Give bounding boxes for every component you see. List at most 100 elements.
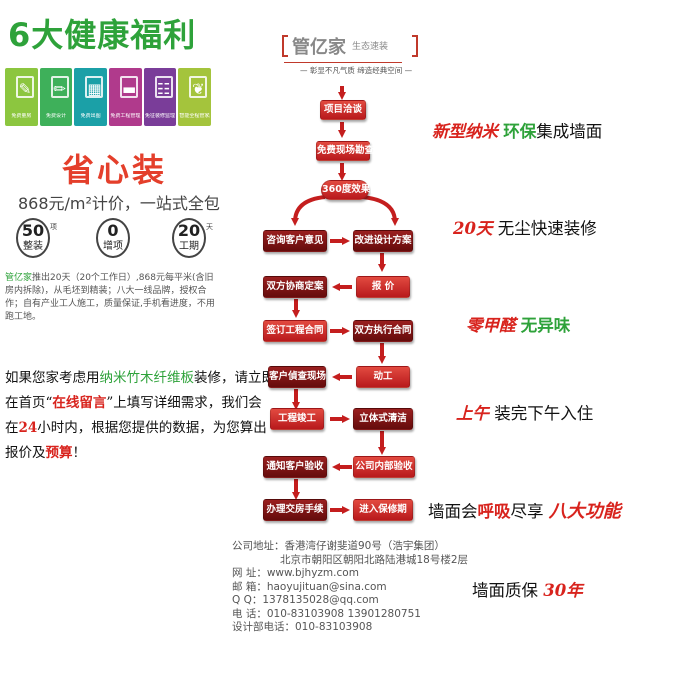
- logo-sub: 生态速装: [352, 42, 389, 52]
- consult-text: 小时内，根据您提供的数据，为您算出报价及: [5, 420, 267, 461]
- online-message-link[interactable]: 在线留言: [52, 395, 107, 411]
- feature-text: 墙面会: [428, 502, 478, 521]
- feature-highlight: 新型纳米: [432, 122, 498, 141]
- feature-text: 无尘快速装修: [497, 219, 597, 238]
- badge-text: 增项: [103, 241, 123, 252]
- contact-address-bj: 北京市朝阳区朝阳北路陆港城18号楼2层: [280, 553, 469, 566]
- flow-step-client-inspection: 客户偵查现场: [268, 366, 326, 388]
- carrot-icon: ❦: [189, 76, 208, 98]
- flow-step-sign-contract: 签订工程合同: [263, 320, 327, 342]
- consult-highlight-budget: 预算: [45, 445, 73, 461]
- arrow-curve-left: [291, 195, 326, 226]
- flow-step-consultation: 项目洽谈: [320, 100, 366, 120]
- logo-name: 管亿家: [292, 37, 346, 58]
- contact-email[interactable]: 邮 箱：haoyujituan@sina.com: [232, 580, 387, 593]
- benefit-label: 免费工程管理: [110, 113, 141, 119]
- roller-icon: ▬: [120, 76, 139, 98]
- benefit-drawing: ▦ 免费出图: [74, 68, 108, 126]
- feature-nano-wall: 新型纳米 环保集成墙面: [432, 118, 602, 142]
- badge-number: 20: [177, 221, 201, 240]
- feature-text: 尽享: [510, 502, 544, 521]
- flow-step-site-survey: 免费现场勘查: [316, 141, 374, 161]
- badge-zero-extras: 0 增项: [96, 218, 130, 258]
- consult-highlight-hours: 24: [18, 420, 38, 436]
- benefit-label: 免费设计: [46, 113, 67, 119]
- consult-text: ！: [72, 445, 87, 461]
- feature-highlight-eight: 八大功能: [548, 501, 621, 522]
- feature-highlight: 零甲醛: [466, 316, 516, 335]
- feature-highlight: 30年: [543, 581, 583, 600]
- brand-logo: 管亿家 生态速装: [282, 33, 418, 61]
- feature-highlight-green: 环保: [503, 122, 537, 141]
- blueprint-icon: ▦: [85, 76, 104, 98]
- benefit-measure: ✎ 免费量房: [5, 68, 38, 126]
- badge-number: 50: [21, 221, 45, 240]
- flow-step-cleaning: 立体式清洁: [353, 408, 413, 430]
- benefit-design: ✏ 免费设计: [39, 68, 73, 126]
- benefit-supervision: ☷ 免征装修监理: [143, 68, 177, 126]
- consult-highlight-material: 纳米竹木纤维板: [99, 370, 195, 386]
- consult-text: ”上填写详细需求，我们会在: [5, 395, 262, 436]
- feature-highlight: 20天: [453, 219, 493, 238]
- flow-step-client-opinion: 咨询客户意见: [263, 230, 327, 252]
- feature-highlight: 呼吸: [477, 502, 511, 521]
- contact-phone: 电 话：010-83103908 13901280751: [232, 607, 421, 620]
- consult-text: 装修，请立即在首页“: [5, 370, 275, 411]
- flow-step-handover: 办理交房手续: [263, 499, 327, 521]
- benefit-label: 免费出图: [80, 113, 101, 119]
- arrow-curve-right: [361, 195, 399, 226]
- promo-brand: 管亿家: [5, 273, 33, 283]
- feature-text: 装完下午入住: [494, 404, 594, 423]
- logo-bracket-right: [412, 35, 418, 57]
- ruler-icon: ✎: [16, 76, 34, 98]
- feature-text: 集成墙面: [536, 122, 603, 141]
- flow-step-start-work: 动工: [356, 366, 410, 388]
- contact-info: 公司地址：香港湾仔谢斐道90号（浩宇集团） 北京市朝阳区朝阳北路陆港城18号楼2…: [232, 540, 482, 635]
- badge-unit: 天: [206, 223, 213, 231]
- badge-text: 工期: [179, 241, 199, 252]
- badge-unit: 项: [50, 223, 57, 231]
- benefit-label: 免费量房: [11, 113, 32, 119]
- benefit-butler: ❦ 智能全程管家服务: [178, 68, 212, 126]
- contact-address-hk: 公司地址：香港湾仔谢斐道90号（浩宇集团）: [232, 540, 445, 552]
- flow-step-quotation: 报 价: [356, 276, 410, 298]
- feature-highlight: 上午: [456, 404, 489, 423]
- feature-text: 墙面质保: [472, 581, 538, 600]
- cabinet-icon: ☷: [154, 76, 173, 98]
- promo-description: 管亿家推出20天（20个工作日）,868元每平米(含旧房内拆除)，从毛坯到精装；…: [5, 272, 220, 324]
- benefit-label: 免征装修监理: [145, 113, 176, 119]
- flow-step-improve-design: 改进设计方案: [353, 230, 413, 252]
- feature-same-day: 上午 装完下午入住: [456, 400, 593, 424]
- feature-warranty: 墙面质保 30年: [472, 577, 583, 601]
- logo-slogan: — 彰显不凡气质 缔造经典空间 —: [300, 66, 413, 75]
- badge-text: 整装: [23, 241, 43, 252]
- flow-step-client-acceptance: 通知客户验收: [263, 456, 327, 478]
- consult-text: 如果您家考虑用: [5, 370, 100, 386]
- logo-bracket-left: [282, 35, 288, 57]
- flow-step-internal-acceptance: 公司内部验收: [353, 456, 415, 478]
- badge-20-days: 20 工期 天: [172, 218, 213, 258]
- flow-step-negotiate: 双方协商定案: [263, 276, 327, 298]
- pencil-icon: ✏: [50, 76, 69, 98]
- promo-title: 省心装: [62, 151, 168, 189]
- flow-step-rendering: 360度效果图: [321, 180, 380, 200]
- headline: 6大健康福利: [8, 16, 197, 54]
- promo-price: 868元/m²计价，一站式全包: [18, 194, 220, 213]
- contact-website[interactable]: 网 址：www.bjhyzm.com: [232, 567, 359, 579]
- promo-desc-text: 推出20天（20个工作日）,868元每平米(含旧房内拆除)，从毛坯到精装；八大一…: [5, 273, 215, 322]
- badge-number: 0: [107, 221, 119, 240]
- feature-20-days: 20天 无尘快速装修: [453, 215, 597, 239]
- feature-highlight-green: 无异味: [520, 316, 571, 335]
- feature-breathing-wall: 墙面会呼吸尽享 八大功能: [428, 497, 621, 523]
- flow-step-execute-contract: 双方执行合同: [353, 320, 413, 342]
- feature-zero-formaldehyde: 零甲醛 无异味: [466, 312, 570, 336]
- consult-paragraph: 如果您家考虑用纳米竹木纤维板装修，请立即在首页“在线留言”上填写详细需求，我们会…: [5, 366, 275, 466]
- contact-qq[interactable]: Q Q：1378135028@qq.com: [232, 594, 379, 606]
- benefit-icons-row: ✎ 免费量房 ✏ 免费设计 ▦ 免费出图 ▬ 免费工程管理 ☷ 免征装修监理 ❦…: [5, 68, 213, 126]
- flow-step-completion: 工程竣工: [270, 408, 324, 430]
- contact-design-phone: 设计部电话：010-83103908: [232, 621, 373, 633]
- benefit-management: ▬ 免费工程管理: [109, 68, 142, 126]
- flow-step-warranty: 进入保修期: [353, 499, 413, 521]
- logo-divider: [284, 62, 402, 63]
